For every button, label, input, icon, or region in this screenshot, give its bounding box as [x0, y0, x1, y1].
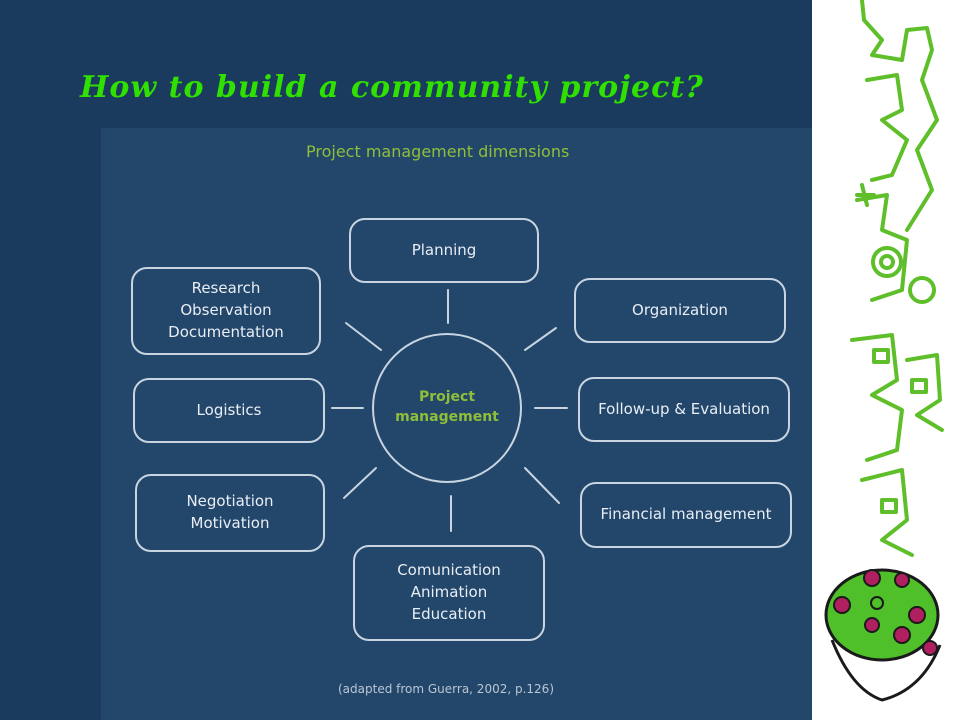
node-negotiation: Negotiation Motivation [135, 474, 325, 552]
center-node-label: Project management [395, 389, 499, 425]
node-negotiation-label: Negotiation Motivation [186, 492, 274, 532]
node-communication-label: Comunication Animation Education [397, 561, 501, 623]
node-research: Research Observation Documentation [131, 267, 321, 355]
connector-negotiation [343, 467, 377, 499]
node-communication: Comunication Animation Education [353, 545, 545, 641]
decorative-houses-icon [824, 0, 944, 702]
node-planning-label: Planning [411, 240, 477, 259]
diagram-source: (adapted from Guerra, 2002, p.126) [338, 682, 554, 696]
node-organization: Organization [574, 278, 786, 343]
node-financial-label: Financial management [600, 505, 772, 524]
decorative-strip [812, 0, 960, 720]
connector-research [345, 322, 382, 351]
diagram-title: Project management dimensions [306, 142, 570, 161]
node-organization-label: Organization [632, 300, 728, 319]
node-follow-up-label: Follow-up & Evaluation [598, 399, 770, 418]
node-research-label: Research Observation Documentation [168, 279, 284, 341]
center-node: Project management [372, 333, 522, 483]
connector-financial [524, 467, 560, 504]
node-follow-up: Follow-up & Evaluation [578, 377, 790, 442]
connector-organization [524, 327, 557, 351]
diagram-panel: Project management dimensions Planning O… [101, 128, 812, 720]
node-logistics: Logistics [133, 378, 325, 443]
node-planning: Planning [349, 218, 539, 283]
connector-lines [331, 289, 568, 532]
node-financial: Financial management [580, 482, 792, 548]
slide-title: How to build a community project? [80, 70, 704, 105]
node-logistics-label: Logistics [196, 400, 262, 419]
